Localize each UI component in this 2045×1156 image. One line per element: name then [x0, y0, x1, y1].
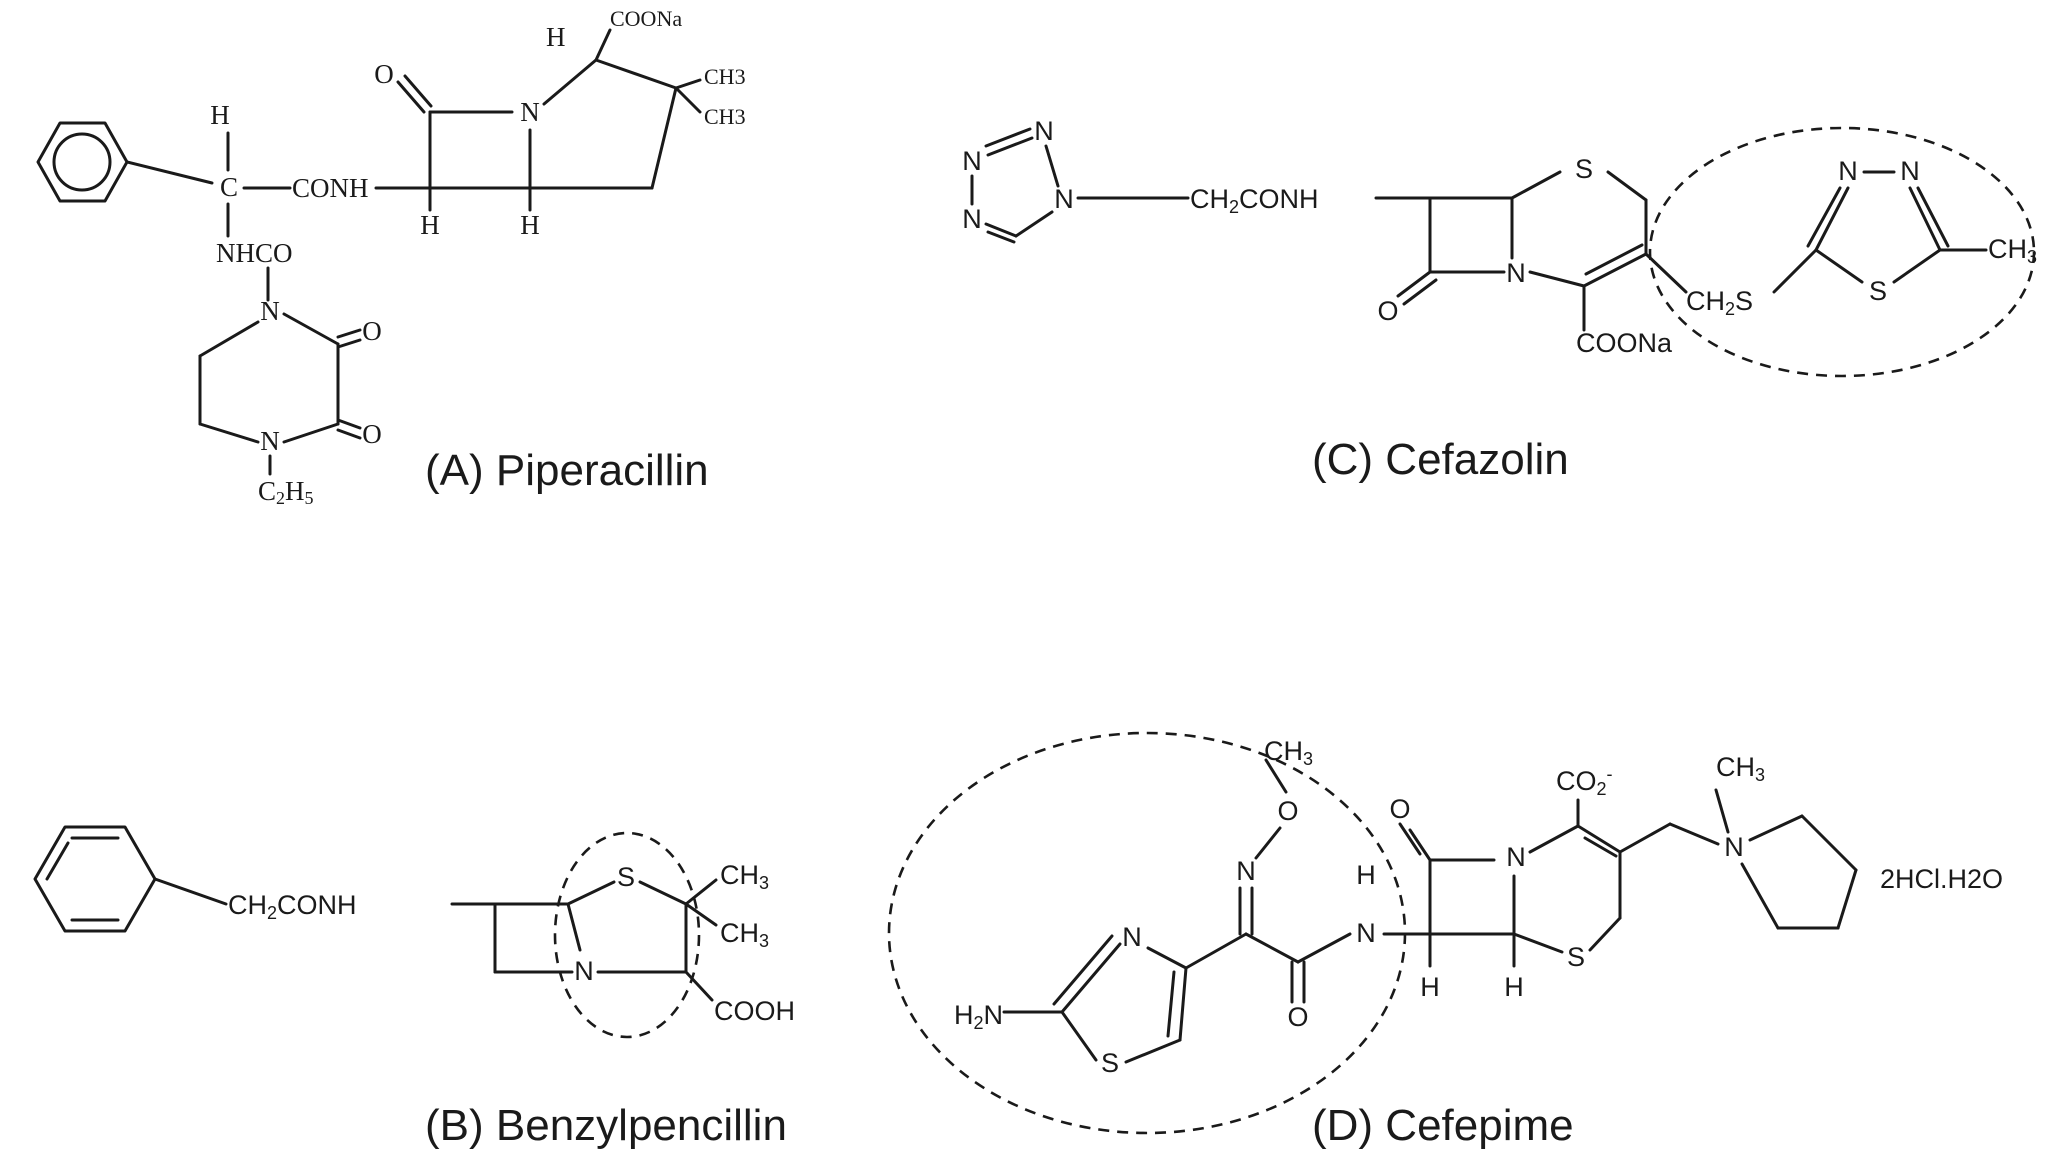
- thiazine-s: S: [1575, 154, 1593, 184]
- carboxylic-acid: COOH: [714, 996, 795, 1026]
- alpha-h: H: [210, 100, 230, 130]
- benzene-ring: [33, 825, 157, 933]
- ch2conh: CH2CONH: [228, 890, 357, 923]
- ch2conh: CH2CONH: [1190, 184, 1319, 217]
- caption-piperacillin: (A) Piperacillin: [425, 446, 709, 495]
- amino-h2n: H2N: [954, 1000, 1003, 1033]
- piperazine-n4: N: [260, 426, 280, 456]
- methyl-1: CH3: [720, 860, 769, 893]
- salt-form: 2HCl.H2O: [1880, 864, 2003, 894]
- thiazole-s: S: [1101, 1048, 1119, 1078]
- tetrazole-n3: N: [962, 204, 982, 234]
- thiadiazole-n2: N: [1900, 156, 1920, 186]
- lactam-n: N: [520, 97, 540, 127]
- caption-benzylpenicillin: (B) Benzylpencillin: [425, 1101, 787, 1150]
- amide-h: H: [1356, 860, 1376, 890]
- carboxylate-co2: CO2-: [1556, 764, 1613, 799]
- lactam-o: O: [374, 59, 394, 89]
- ring-h: H: [546, 22, 566, 52]
- carboxylate-coona: COONa: [1576, 328, 1673, 358]
- lactam-o: O: [1377, 296, 1398, 326]
- amide-conh: CONH: [292, 173, 369, 203]
- structure-benzylpenicillin: CH2CONH N S CH3 CH3 COOH (B) Benzylpenci…: [33, 825, 795, 1150]
- h-bridgehead: H: [520, 210, 540, 240]
- tetrazole-n1: N: [1034, 116, 1054, 146]
- imine-n: N: [1236, 856, 1256, 886]
- lactam-o: O: [1389, 794, 1410, 824]
- ethyl-group: C2H5: [258, 476, 314, 508]
- thiazine-s: S: [1567, 942, 1585, 972]
- lactam-n: N: [1506, 258, 1526, 288]
- urea-nhco: NHCO: [216, 238, 293, 268]
- tetrazole-n2: N: [962, 146, 982, 176]
- highlight-thiadiazole: [1648, 126, 2036, 378]
- caption-cefepime: (D) Cefepime: [1312, 1101, 1574, 1150]
- alpha-c: C: [220, 172, 238, 202]
- methoxy-ch3: CH3: [1264, 736, 1313, 769]
- highlight-thiazolidine: [553, 831, 701, 1039]
- h-alpha-lactam: H: [420, 210, 440, 240]
- oxo-o2: O: [362, 419, 382, 449]
- tetrazole-n4: N: [1054, 184, 1074, 214]
- piperazine-n1: N: [260, 296, 280, 326]
- structure-piperacillin: H C CONH NHCO N N O O C2H5 O N: [36, 6, 746, 508]
- h-lactam-2: H: [1504, 972, 1524, 1002]
- carboxylate-coona: COONa: [610, 6, 682, 31]
- methyl-2: CH3: [720, 918, 769, 951]
- thiazolidine-s: S: [617, 862, 635, 892]
- oxo-o1: O: [362, 316, 382, 346]
- methyl: CH3: [1988, 234, 2037, 267]
- structure-cefazolin: N N N N CH2CONH N O S COONa CH2S: [962, 116, 2037, 484]
- ch2s: CH2S: [1686, 286, 1753, 319]
- thiadiazole-s: S: [1869, 276, 1887, 306]
- methyl-2: CH3: [704, 104, 746, 129]
- thiazole-n: N: [1122, 922, 1142, 952]
- methyl-1: CH3: [704, 64, 746, 89]
- h-lactam-1: H: [1420, 972, 1440, 1002]
- amide-n: N: [1356, 918, 1376, 948]
- n-methyl: CH3: [1716, 752, 1765, 785]
- amide-o: O: [1287, 1002, 1308, 1032]
- thiadiazole-n1: N: [1838, 156, 1858, 186]
- methoxy-o: O: [1277, 796, 1298, 826]
- lactam-n: N: [1506, 842, 1526, 872]
- aromatic-circle: [52, 132, 112, 192]
- structure-cefepime: CH3 O N O N H S N H2N N O: [887, 731, 2003, 1150]
- caption-cefazolin: (C) Cefazolin: [1312, 435, 1569, 484]
- pyrrolidinium-n: N: [1724, 832, 1744, 862]
- thiazolidine-n: N: [574, 956, 594, 986]
- highlight-aminothiazole-oxime: [887, 731, 1407, 1135]
- benzene-ring: [36, 121, 129, 203]
